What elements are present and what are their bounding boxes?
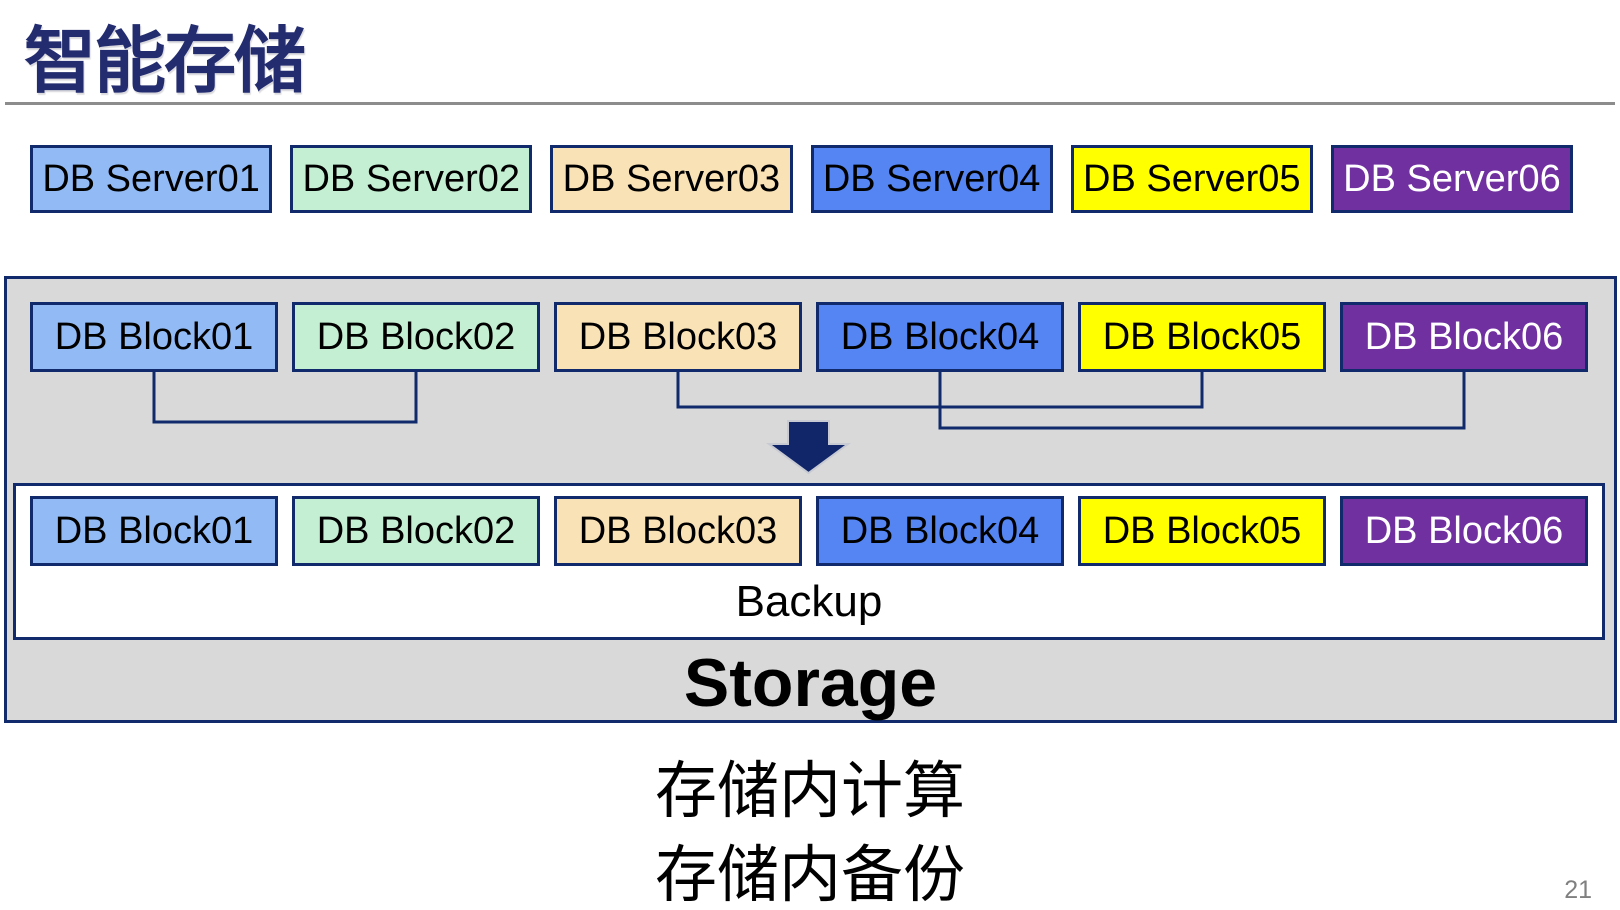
- db-block-bottom-1: DB Block01: [30, 496, 278, 566]
- db-server-box-2: DB Server02: [290, 145, 533, 213]
- backup-box: DB Block01 DB Block02 DB Block03 DB Bloc…: [13, 483, 1605, 640]
- title-divider: [5, 102, 1615, 105]
- db-block-row-bottom: DB Block01 DB Block02 DB Block03 DB Bloc…: [30, 496, 1588, 566]
- db-server-box-6: DB Server06: [1330, 145, 1574, 213]
- db-block-bottom-5: DB Block05: [1078, 496, 1326, 566]
- db-server-box-3: DB Server03: [550, 145, 793, 213]
- db-block-row-top: DB Block01 DB Block02 DB Block03 DB Bloc…: [30, 302, 1588, 372]
- db-block-bottom-6: DB Block06: [1340, 496, 1588, 566]
- db-server-box-4: DB Server04: [810, 145, 1053, 213]
- caption-line-1: 存储内计算: [654, 757, 965, 826]
- backup-label: Backup: [735, 576, 883, 626]
- db-block-bottom-4: DB Block04: [816, 496, 1064, 566]
- db-block-bottom-3: DB Block03: [554, 496, 802, 566]
- db-server-row: DB Server01 DB Server02 DB Server03 DB S…: [30, 145, 1574, 213]
- db-server-box-5: DB Server05: [1070, 145, 1313, 213]
- db-block-top-3: DB Block03: [554, 302, 802, 372]
- db-block-top-1: DB Block01: [30, 302, 278, 372]
- db-block-top-6: DB Block06: [1340, 302, 1588, 372]
- caption-line-2: 存储内备份: [654, 841, 965, 910]
- db-block-top-4: DB Block04: [816, 302, 1064, 372]
- db-server-box-1: DB Server01: [30, 145, 273, 213]
- page-title: 智能存储: [24, 22, 306, 102]
- db-block-top-2: DB Block02: [292, 302, 540, 372]
- page-number: 21: [1564, 876, 1592, 904]
- db-block-top-5: DB Block05: [1078, 302, 1326, 372]
- storage-label: Storage: [683, 645, 938, 721]
- db-block-bottom-2: DB Block02: [292, 496, 540, 566]
- caption-text: 存储内计算 存储内备份: [0, 750, 1620, 910]
